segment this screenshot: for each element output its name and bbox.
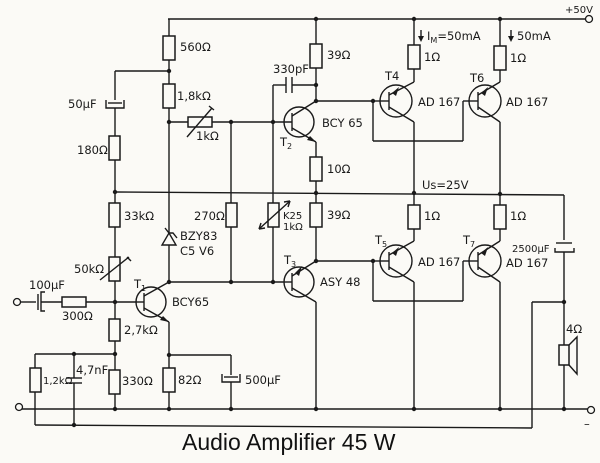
resistor-1k2 bbox=[29, 367, 42, 393]
label-supply: +50V bbox=[565, 5, 593, 16]
mid-rail bbox=[114, 191, 565, 240]
label-c330p: 330pF bbox=[273, 62, 309, 76]
input-ground-terminal[interactable] bbox=[14, 402, 24, 412]
label-t3-part: ASY 48 bbox=[320, 275, 360, 289]
input-terminal[interactable] bbox=[12, 297, 22, 307]
label-ground: – bbox=[584, 417, 590, 431]
label-t7-part: AD 167 bbox=[506, 256, 548, 270]
label-r1k-pot: 1kΩ bbox=[196, 129, 219, 143]
resistor-300 bbox=[61, 296, 87, 308]
label-t1-ref: T1 bbox=[133, 277, 146, 293]
feedback-wire bbox=[34, 424, 533, 429]
label-rK25-val: 1kΩ bbox=[283, 222, 303, 233]
label-r1-t5: 1Ω bbox=[424, 209, 440, 223]
label-r82: 82Ω bbox=[178, 373, 202, 387]
label-speaker: 4Ω bbox=[566, 322, 582, 336]
transistor-t1 bbox=[135, 281, 170, 323]
transistor-t4 bbox=[373, 81, 415, 123]
label-current-t4: IM=50mA bbox=[427, 29, 481, 45]
resistor-1-t6 bbox=[493, 45, 507, 71]
resistor-1k8 bbox=[162, 83, 176, 109]
resistor-2k7 bbox=[108, 318, 121, 342]
resistor-1-t5 bbox=[407, 204, 421, 230]
transistor-t5 bbox=[373, 240, 415, 283]
diagram-title: Audio Amplifier 45 W bbox=[182, 429, 396, 455]
label-c500u: 500µF bbox=[245, 373, 281, 387]
label-t7-ref: T7 bbox=[462, 233, 475, 249]
label-r1k2: 1,2kΩ bbox=[43, 376, 73, 387]
capacitor-330pF bbox=[285, 77, 293, 93]
label-zener-name: BZY83 bbox=[180, 229, 217, 243]
resistor-560 bbox=[162, 35, 176, 61]
label-t2-ref: T2 bbox=[279, 135, 292, 151]
resistor-33k bbox=[108, 202, 121, 228]
label-r10: 10Ω bbox=[327, 162, 351, 176]
label-r39-top: 39Ω bbox=[327, 48, 351, 62]
label-r1-t7: 1Ω bbox=[510, 209, 526, 223]
label-r39-bottom: 39Ω bbox=[327, 208, 351, 222]
label-r2k7: 2,7kΩ bbox=[124, 323, 158, 337]
label-mid-voltage: Us=25V bbox=[422, 178, 469, 192]
resistor-10 bbox=[309, 156, 323, 182]
label-rK25: K25 bbox=[283, 211, 302, 222]
label-current-t6: 50mA bbox=[517, 29, 551, 43]
label-r180: 180Ω bbox=[77, 143, 108, 157]
label-c50u: 50µF bbox=[68, 97, 97, 111]
label-zener-code: C5 V6 bbox=[180, 244, 214, 258]
transistor-t7 bbox=[468, 240, 502, 283]
resistor-270 bbox=[225, 202, 238, 228]
resistor-1-t7 bbox=[493, 204, 507, 230]
label-t5-ref: T5 bbox=[374, 233, 387, 249]
potentiometer-50k bbox=[99, 256, 132, 282]
resistor-330 bbox=[108, 369, 121, 395]
label-t3-ref: T3 bbox=[283, 253, 296, 269]
label-r330: 330Ω bbox=[122, 374, 153, 388]
transistor-t6 bbox=[468, 81, 502, 123]
transistor-t2 bbox=[273, 100, 317, 143]
ground-rail bbox=[14, 402, 596, 415]
label-t2-part: BCY 65 bbox=[322, 116, 363, 130]
resistor-82 bbox=[162, 367, 176, 393]
output-ground-terminal[interactable] bbox=[586, 405, 596, 415]
capacitor-2500uF bbox=[554, 242, 575, 253]
label-r33k: 33kΩ bbox=[124, 209, 154, 223]
label-r1-t6: 1Ω bbox=[510, 51, 526, 65]
capacitor-500uF bbox=[221, 374, 241, 383]
label-c100u: 100µF bbox=[29, 278, 65, 292]
label-r560: 560Ω bbox=[180, 40, 211, 54]
label-r270: 270Ω bbox=[194, 209, 225, 223]
label-r1k8: 1,8kΩ bbox=[177, 89, 211, 103]
label-t4-ref: T4 bbox=[384, 69, 399, 83]
label-t5-part: AD 167 bbox=[418, 255, 460, 269]
resistor-39-top bbox=[309, 43, 323, 69]
label-t1-part: BCY65 bbox=[172, 295, 209, 309]
label-t6-ref: T6 bbox=[469, 71, 484, 85]
capacitor-50uF bbox=[105, 100, 125, 136]
speaker-icon bbox=[558, 335, 578, 376]
label-c2500u: 2500µF bbox=[512, 244, 550, 255]
resistor-39-bottom bbox=[309, 202, 323, 228]
resistor-1-t4 bbox=[407, 44, 421, 70]
supply-terminal[interactable] bbox=[584, 14, 594, 24]
label-c4n7: 4,7nF bbox=[76, 363, 108, 377]
label-r50k: 50kΩ bbox=[74, 262, 104, 276]
supply-rail-50v bbox=[168, 14, 594, 24]
resistor-180 bbox=[108, 135, 121, 161]
transistor-t3 bbox=[283, 260, 317, 303]
label-r1-t4: 1Ω bbox=[424, 50, 440, 64]
label-r300: 300Ω bbox=[62, 309, 93, 323]
label-t6-part: AD 167 bbox=[506, 95, 548, 109]
label-t4-part: AD 167 bbox=[418, 95, 460, 109]
